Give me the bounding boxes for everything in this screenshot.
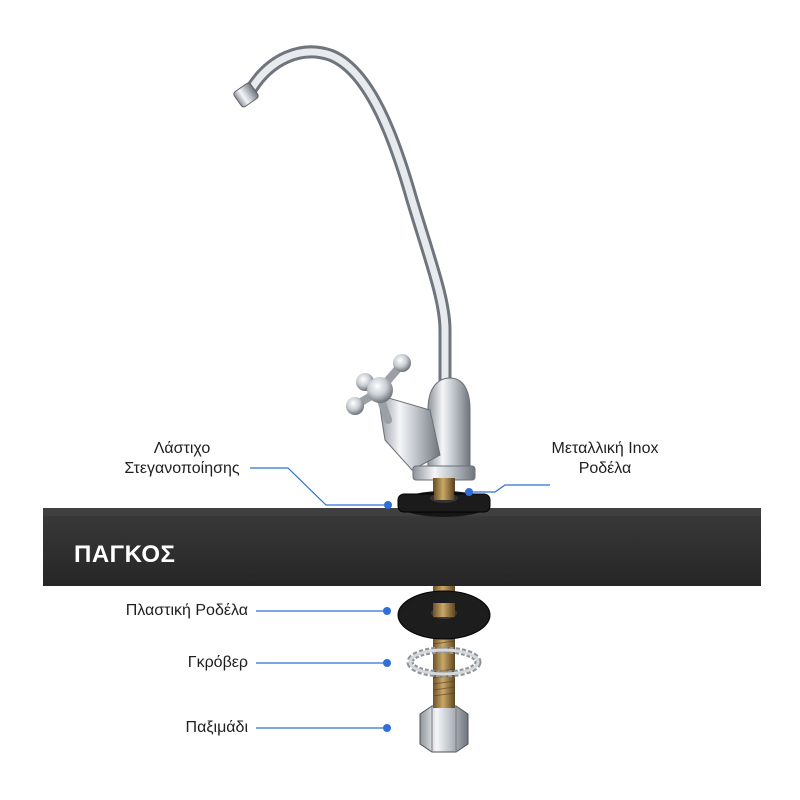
faucet-body [377,377,476,481]
label-inox-washer: Μεταλλική Inox Ροδέλα [530,439,680,479]
label-nut: Παξιμάδι [185,719,248,736]
leader-dot-plastic-washer [383,607,391,615]
counter-slab [43,508,761,586]
leader-seal-rubber [250,467,386,506]
label-inox-washer-line2: Ροδέλα [578,460,632,477]
label-seal-rubber-line2: Στεγανοποίησης [124,460,240,477]
counter-label: ΠΑΓΚΟΣ [74,541,176,568]
leader-inox-washer [470,484,550,493]
leader-dot-nut [383,724,391,732]
label-grover: Γκρόβερ [187,654,248,671]
grover-washer [406,646,482,678]
label-plastic-washer: Πλαστική Ροδέλα [125,602,248,619]
leader-dot-seal-rubber [384,501,392,509]
leader-lines [250,467,550,732]
hex-nut [419,696,469,753]
faucet-spout [233,45,452,402]
inox-washer [434,478,454,500]
faucet-handle [346,354,411,424]
label-inox-washer-line1: Μεταλλική Inox [551,440,659,457]
label-seal-rubber-line1: Λάστιχο [153,440,211,457]
leader-dot-inox-washer [465,488,473,496]
label-seal-rubber: Λάστιχο Στεγανοποίησης [112,439,252,479]
leader-dot-grover [383,659,391,667]
plastic-washer [397,590,491,640]
